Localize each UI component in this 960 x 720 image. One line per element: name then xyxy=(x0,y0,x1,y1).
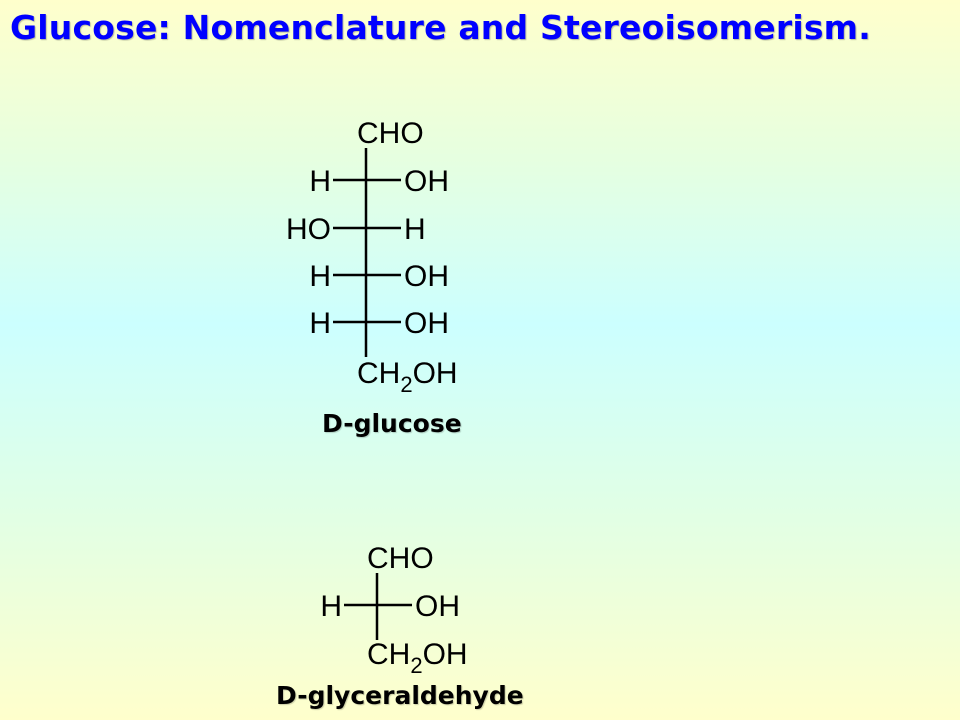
glucose-c5-left: H xyxy=(309,307,331,340)
glucose-fischer-projection: CHO H OH HO H H OH H OH CH2OH xyxy=(286,117,458,397)
glyceraldehyde-bottom-group: CH2OH xyxy=(367,638,468,678)
glucose-c2-left: H xyxy=(309,165,331,198)
glyceraldehyde-bottom-suffix: OH xyxy=(423,638,468,671)
slide-title: Glucose: Nomenclature and Stereoisomeris… xyxy=(10,8,872,47)
glyceraldehyde-bottom-prefix: CH xyxy=(367,638,410,671)
glyceraldehyde-fischer-projection: CHO H OH CH2OH xyxy=(320,542,467,678)
glucose-bottom-group: CH2OH xyxy=(357,357,458,397)
glucose-c3-left: HO xyxy=(286,213,331,246)
glucose-top-group: CHO xyxy=(357,117,424,150)
glucose-bottom-prefix: CH xyxy=(357,357,400,390)
glucose-c3-right: H xyxy=(404,213,426,246)
glucose-c2-right: OH xyxy=(404,165,449,198)
glucose-c4-left: H xyxy=(309,260,331,293)
glyceraldehyde-top-group: CHO xyxy=(367,542,434,575)
glucose-bottom-subscript: 2 xyxy=(400,372,412,397)
glucose-label: D-glucose xyxy=(322,409,462,438)
glyceraldehyde-c2-right: OH xyxy=(415,590,460,623)
glyceraldehyde-bottom-subscript: 2 xyxy=(410,653,422,678)
glyceraldehyde-c2-left: H xyxy=(320,590,342,623)
glucose-bottom-suffix: OH xyxy=(413,357,458,390)
glyceraldehyde-label: D-glyceraldehyde xyxy=(276,681,524,710)
glucose-c5-right: OH xyxy=(404,307,449,340)
glucose-c4-right: OH xyxy=(404,260,449,293)
